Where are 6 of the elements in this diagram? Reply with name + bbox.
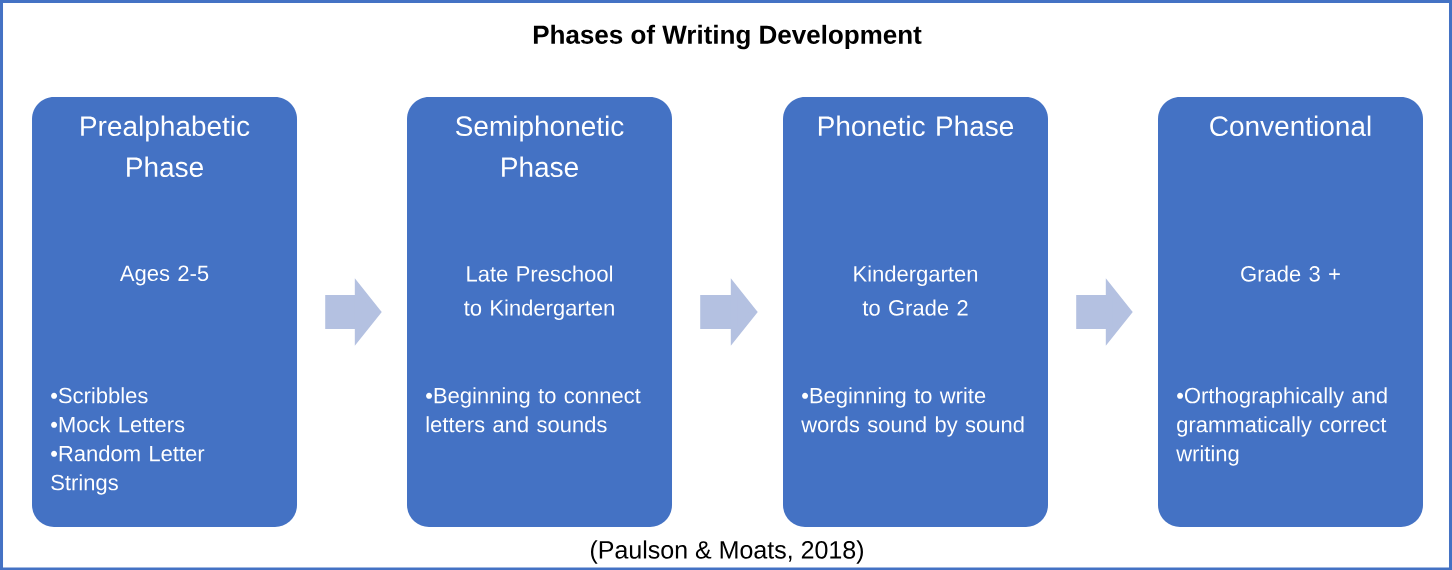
phase-box: Conventional Grade 3 + •Orthographically and grammatically correct writing: [1158, 97, 1423, 527]
caption: (Paulson & Moats, 2018): [591, 540, 863, 564]
phase-box: Prealphabetic Phase Ages 2-5 •Scribbles •Mock Letters •Random Letter Strings: [32, 97, 297, 527]
phase-box: Semiphonetic Phase Late Preschool to Kindergarten •Beginning to connect letters and sounds: [407, 97, 672, 527]
title: Phases of Writing Development: [533, 24, 922, 50]
phase-box: Phonetic Phase Kindergarten to Grade 2 •Beginning to write words sound by sound: [783, 97, 1048, 527]
